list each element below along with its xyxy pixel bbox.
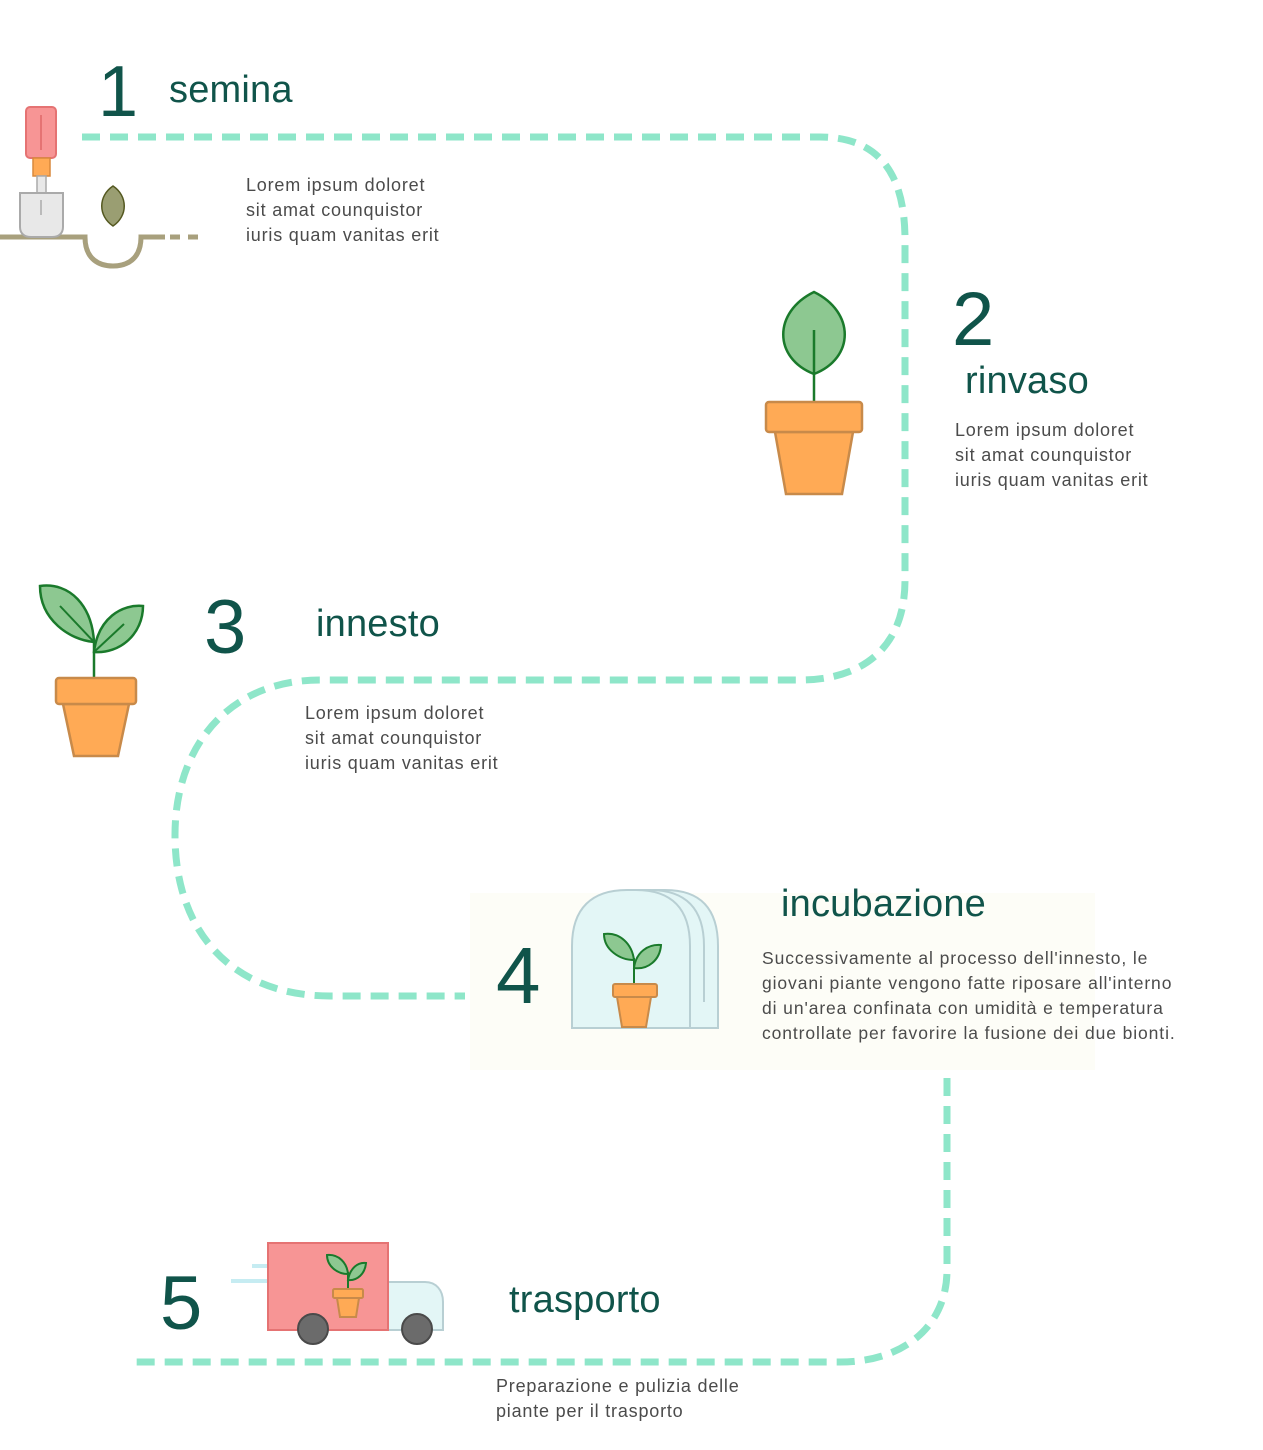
step-2-line: Lorem ipsum doloret xyxy=(955,420,1135,440)
step-1-description: Lorem ipsum doloret sit amat counquistor… xyxy=(246,173,439,248)
step-1-line: sit amat counquistor xyxy=(246,200,424,220)
step-4-line: di un'area confinata con umidità e tempe… xyxy=(762,998,1164,1018)
step-4-line: controllate per favorire la fusione dei … xyxy=(762,1023,1176,1043)
step-1-title: semina xyxy=(169,69,293,111)
step-2-description: Lorem ipsum doloret sit amat counquistor… xyxy=(955,418,1148,493)
step-4-line: giovani piante vengono fatte riposare al… xyxy=(762,973,1173,993)
step-2-title: rinvaso xyxy=(965,360,1089,402)
step-2-line: sit amat counquistor xyxy=(955,445,1133,465)
step-3-description: Lorem ipsum doloret sit amat counquistor… xyxy=(305,701,498,776)
shovel-seed-icon xyxy=(0,106,200,269)
step-4-line: Successivamente al processo dell'innesto… xyxy=(762,948,1149,968)
step-4-title: incubazione xyxy=(781,883,987,925)
step-3-line: iuris quam vanitas erit xyxy=(305,753,499,773)
step-3-line: sit amat counquistor xyxy=(305,728,483,748)
step-3-number: 3 xyxy=(204,585,247,670)
process-path xyxy=(82,133,951,1366)
greenhouse-icon xyxy=(571,889,719,1029)
step-5-title: trasporto xyxy=(509,1279,661,1321)
step-4-description: Successivamente al processo dell'innesto… xyxy=(762,946,1176,1046)
step-1-line: iuris quam vanitas erit xyxy=(246,225,440,245)
step-2-line: iuris quam vanitas erit xyxy=(955,470,1149,490)
step-1-number: 1 xyxy=(98,52,139,132)
step-5-line: piante per il trasporto xyxy=(496,1401,684,1421)
step-3-line: Lorem ipsum doloret xyxy=(305,703,485,723)
potted-plant-icon xyxy=(38,584,145,758)
potted-seedling-icon xyxy=(764,290,864,496)
step-5-number: 5 xyxy=(160,1261,203,1346)
step-4-number: 4 xyxy=(496,931,541,1020)
step-3-title: innesto xyxy=(316,603,440,645)
step-5-line: Preparazione e pulizia delle xyxy=(496,1376,740,1396)
step-5-description: Preparazione e pulizia delle piante per … xyxy=(496,1374,740,1424)
step-2-number: 2 xyxy=(952,277,995,362)
step-1-line: Lorem ipsum doloret xyxy=(246,175,426,195)
delivery-truck-icon xyxy=(231,1242,444,1345)
